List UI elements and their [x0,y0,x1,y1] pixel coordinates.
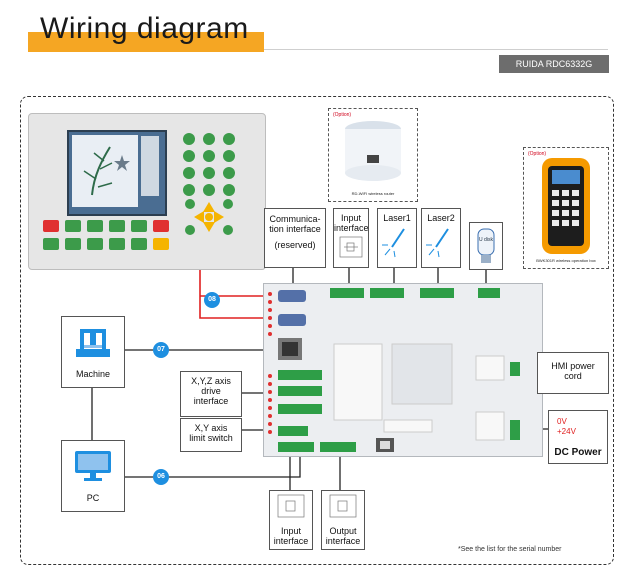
input-interface-top-box: Input interface [333,208,369,268]
speed-button [109,238,125,250]
stop-button [153,220,169,232]
key-dot-button [203,184,215,196]
start-pause-button [153,238,169,250]
connection-06: 06 [153,469,169,485]
pulse-button [43,238,59,250]
router-option-label: (Option) [333,112,352,118]
voltage-0v: 0V [557,417,567,426]
arrow-left-icon [194,211,204,223]
arrow-up-icon [203,202,215,212]
pc-box: PC [61,440,125,512]
page-title: Wiring diagram [40,12,249,45]
pc-wire [113,455,301,478]
connection-08: 08 [204,292,220,308]
output-interface-box: Output interface [321,490,365,550]
title-highlight [28,32,264,52]
udisk-label: U disk [479,237,493,243]
machine-label: Machine [75,369,111,379]
z-button [65,238,81,250]
laser2-icon [426,228,449,258]
input-circuit-icon [277,494,305,518]
output-circuit-icon [329,494,357,518]
monitor-icon [75,451,111,481]
key-1-button [183,133,195,145]
laser1-box: Laser1 [377,208,417,268]
leaf-graphic-icon [83,146,130,196]
key-6-button [223,150,235,162]
router-box: (Option) RD-WIFI wireless router [328,108,418,202]
key-minus-button [223,184,235,196]
hmi-power-box: HMI power cord [537,352,609,394]
router-caption: RD-WIFI wireless router [351,191,395,196]
arrow-down-icon [203,222,215,232]
enter-button [205,213,213,221]
origin-button [65,220,81,232]
xy-limit-box: X,Y axis limit switch [180,418,242,452]
u-button [87,238,103,250]
frame-button [87,220,103,232]
title-divider [264,49,608,50]
voltage-24v: +24V [557,427,576,436]
menu-button [131,220,147,232]
udisk-icon [477,228,495,263]
key-5-button [203,150,215,162]
handbox-caption: BWK301R wireless operation box [536,258,596,263]
key-0-button [183,184,195,196]
handbox-option-label: (Option) [528,151,547,157]
file-button [109,220,125,232]
dc-power-label: DC Power [554,447,602,458]
model-badge: RUIDA RDC6332G [499,55,609,73]
connection-07: 07 [153,342,169,358]
serial-footnote: *See the list for the serial number [458,546,562,553]
power-button [131,238,147,250]
control-panel [28,113,266,270]
board-detail [268,288,520,452]
panel-buttons [43,133,235,250]
input-circuit-icon [339,236,363,258]
key-8-button [203,167,215,179]
input-interface-bottom-box: Input interface [269,490,313,550]
diagram-frame [20,96,614,565]
key-7-button [183,167,195,179]
xyz-axis-box: X,Y,Z axis drive interface [180,371,242,417]
reset-button [43,220,59,232]
dc-power-box: 0V +24V DC Power [548,410,608,464]
arrow-right-icon [214,211,224,223]
laser2-box: Laser2 [421,208,461,268]
comm-interface-box: Communica- tion interface (reserved) [264,208,326,268]
handbox-box: (Option) BWK301R wireless operation box [523,147,609,269]
comm-wire [199,268,280,319]
machine-box: Machine [61,316,125,388]
controller-board [263,283,543,457]
router-icon [345,121,401,181]
key-9-button [223,167,235,179]
key-3-button [223,133,235,145]
laser1-icon [382,228,405,258]
key-2-button [203,133,215,145]
pc-label: PC [86,493,100,503]
key-4-button [183,150,195,162]
handbox-icon [542,158,590,254]
udisk-box: U disk [469,222,503,270]
panel-screen [67,130,167,216]
machine-icon [76,329,110,357]
